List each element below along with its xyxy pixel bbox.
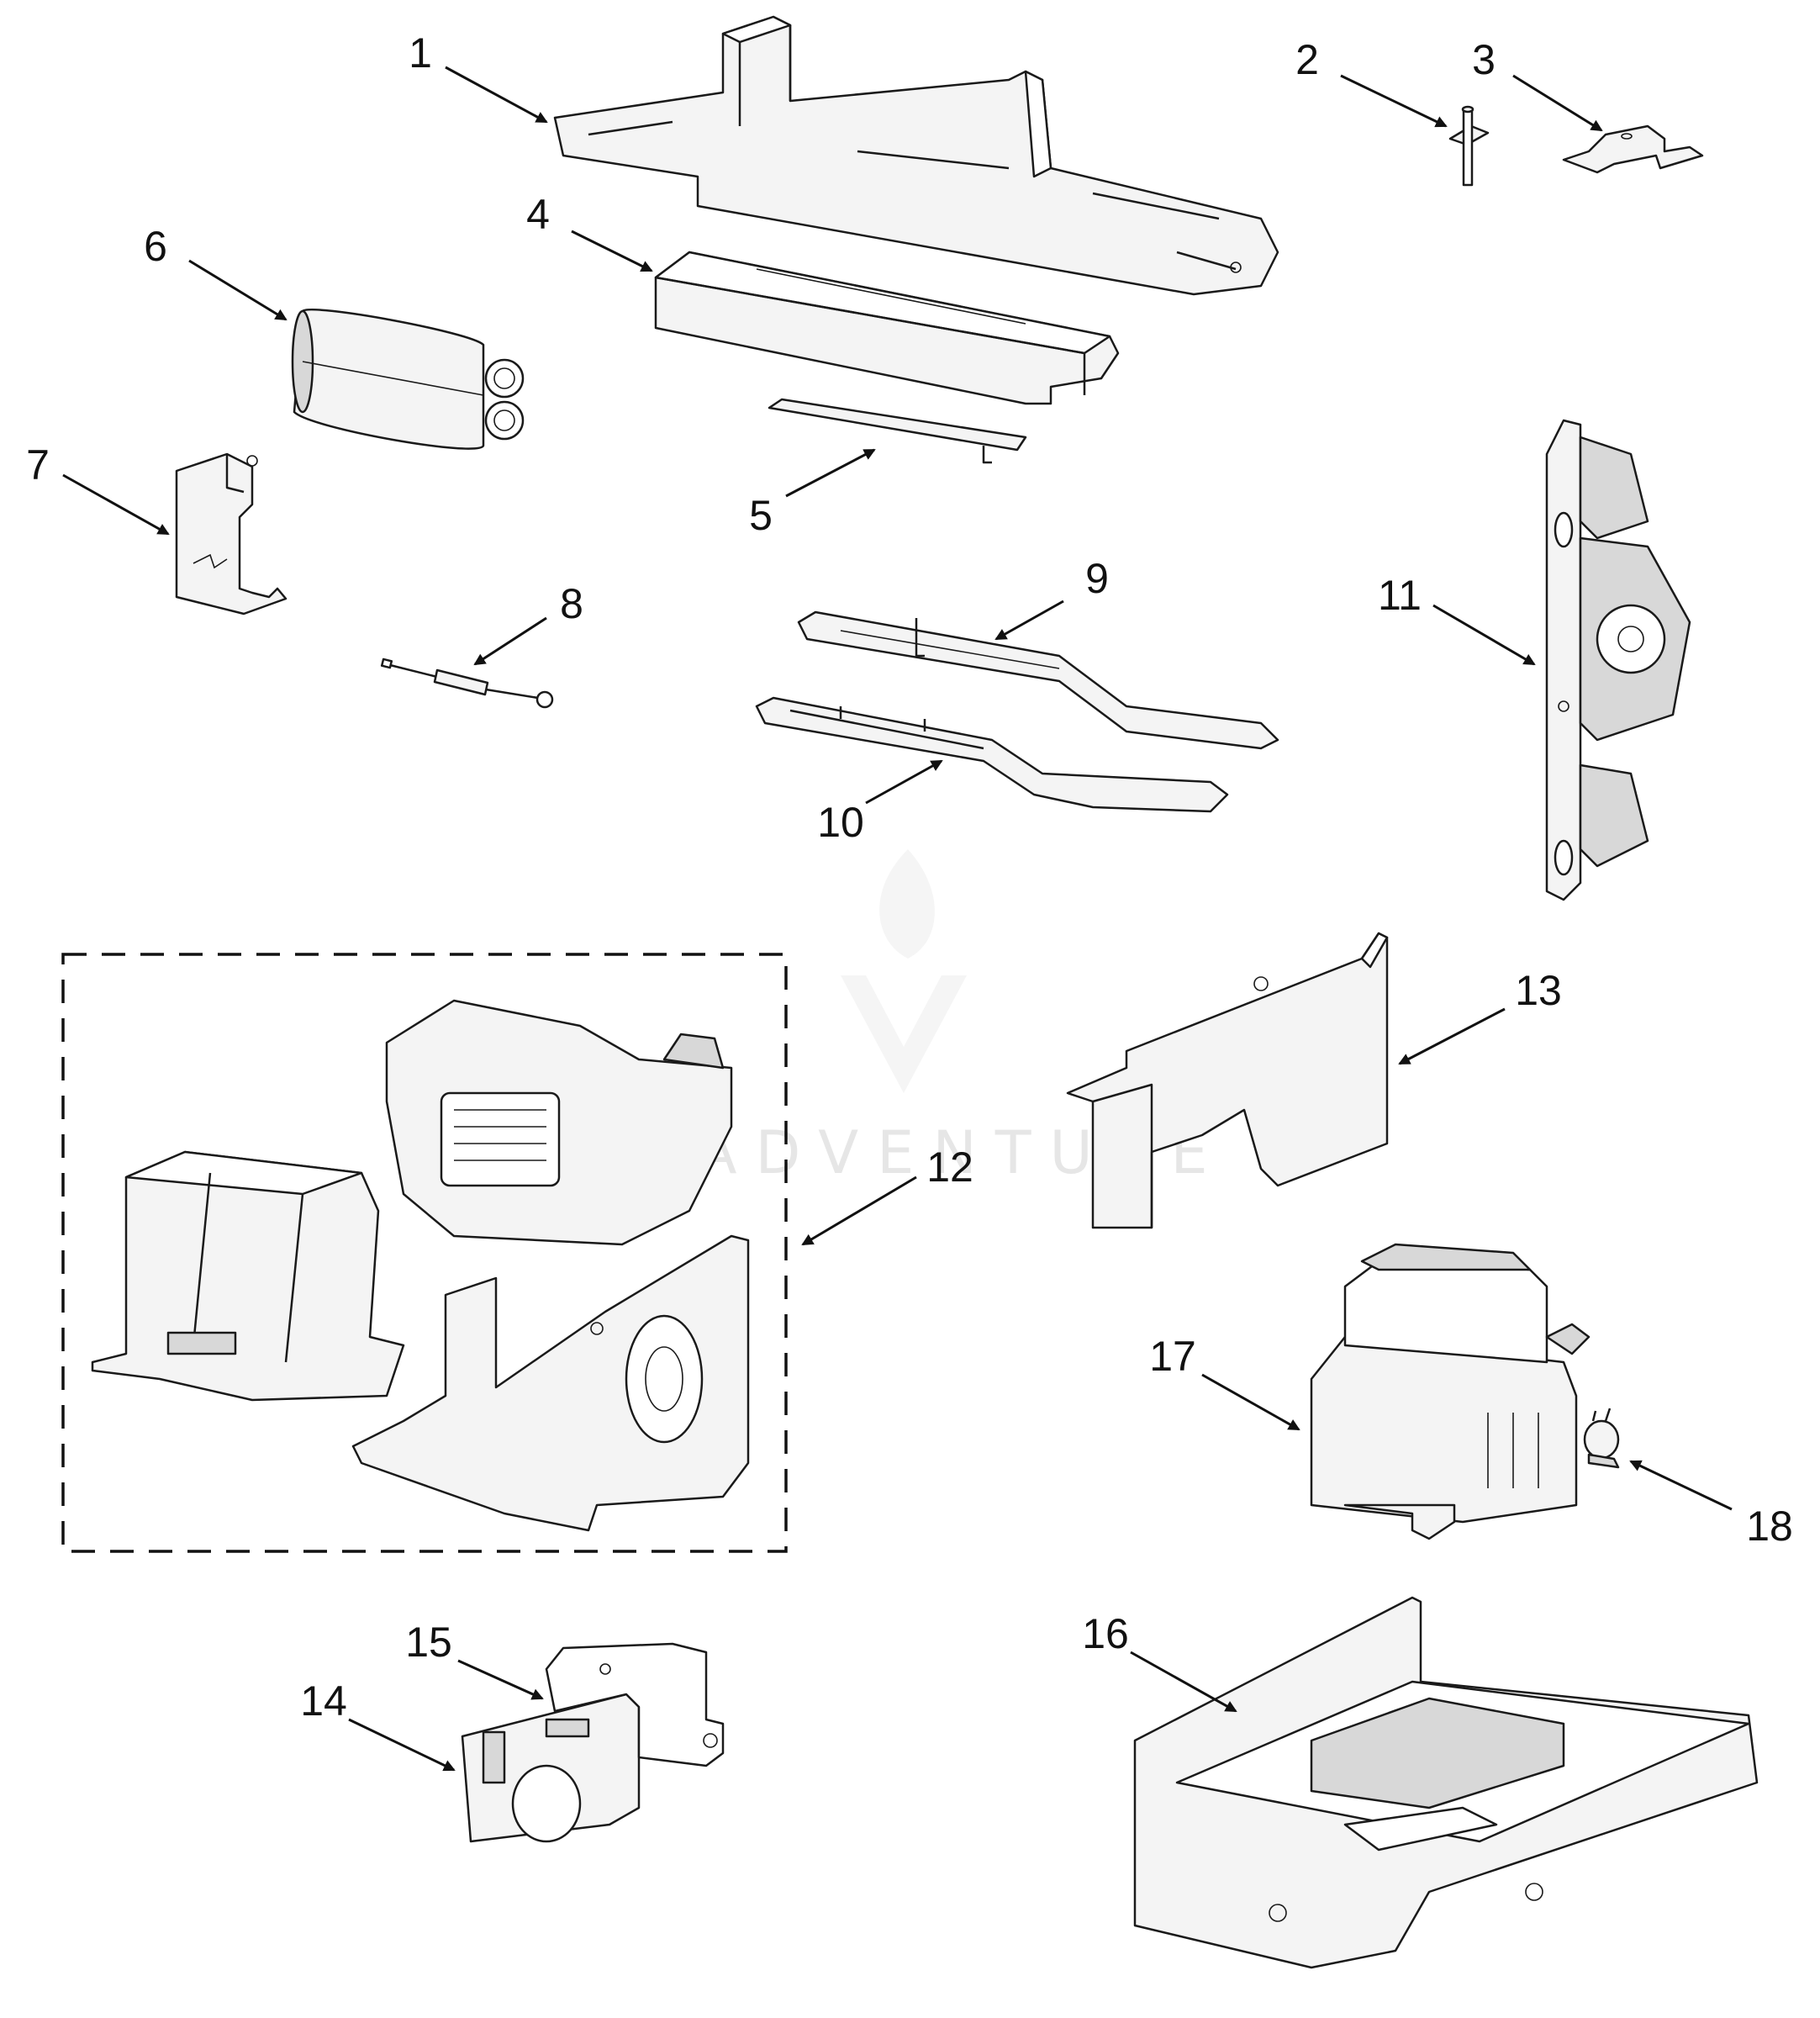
label-10: 10 [817, 799, 864, 846]
arrow-13 [1398, 1007, 1506, 1065]
label-9: 9 [1085, 555, 1109, 602]
part-16-base-tray [1133, 1596, 1759, 1969]
label-3: 3 [1472, 36, 1496, 83]
part-15-board-cover [545, 1642, 725, 1767]
arrow-16 [1130, 1651, 1237, 1713]
arrow-4 [571, 230, 653, 272]
part-12-group-outline [61, 953, 788, 1553]
label-6: 6 [144, 223, 167, 270]
part-17-transformer [1310, 1243, 1591, 1540]
part-8-diode [380, 658, 554, 709]
label-7: 7 [26, 441, 50, 489]
part-2-pin [1448, 105, 1490, 187]
arrow-15 [457, 1659, 544, 1700]
part-9-channel [797, 610, 1279, 750]
label-8: 8 [560, 580, 583, 627]
label-17: 17 [1149, 1333, 1196, 1380]
part-14-control-board [461, 1693, 641, 1843]
part-5-strip [768, 398, 1027, 464]
part-7-clamp [175, 452, 288, 615]
label-16: 16 [1082, 1610, 1129, 1657]
label-18: 18 [1746, 1503, 1793, 1550]
arrow-2 [1340, 74, 1448, 128]
arrow-17 [1201, 1373, 1300, 1431]
label-2: 2 [1295, 36, 1319, 83]
arrow-5 [785, 448, 876, 498]
label-15: 15 [405, 1619, 452, 1666]
arrow-18 [1629, 1460, 1733, 1511]
arrow-9 [994, 600, 1064, 641]
part-1-bracket [553, 15, 1279, 296]
part-6-capacitor [291, 308, 525, 450]
label-4: 4 [526, 191, 550, 238]
part-10-channel [755, 696, 1229, 813]
part-4-duct [654, 251, 1120, 405]
part-18-thermostat [1583, 1408, 1620, 1469]
arrow-1 [445, 66, 548, 124]
arrow-6 [188, 259, 288, 321]
part-13-cover-plate [1066, 932, 1389, 1229]
arrow-10 [865, 759, 943, 805]
arrow-8 [473, 616, 547, 666]
label-12: 12 [926, 1144, 973, 1191]
label-11: 11 [1378, 572, 1422, 619]
arrow-14 [348, 1718, 456, 1772]
part-12-fan-assembly [91, 999, 750, 1532]
arrow-11 [1432, 604, 1536, 666]
part-3-clip [1562, 124, 1704, 174]
arrow-12 [801, 1175, 917, 1246]
label-13: 13 [1515, 967, 1562, 1014]
watermark-logo [841, 849, 967, 1093]
arrow-7 [62, 473, 170, 536]
part-11-switch-bracket [1545, 419, 1691, 901]
label-14: 14 [300, 1677, 347, 1725]
label-1: 1 [409, 29, 432, 77]
arrow-3 [1512, 74, 1603, 132]
label-5: 5 [749, 492, 773, 539]
